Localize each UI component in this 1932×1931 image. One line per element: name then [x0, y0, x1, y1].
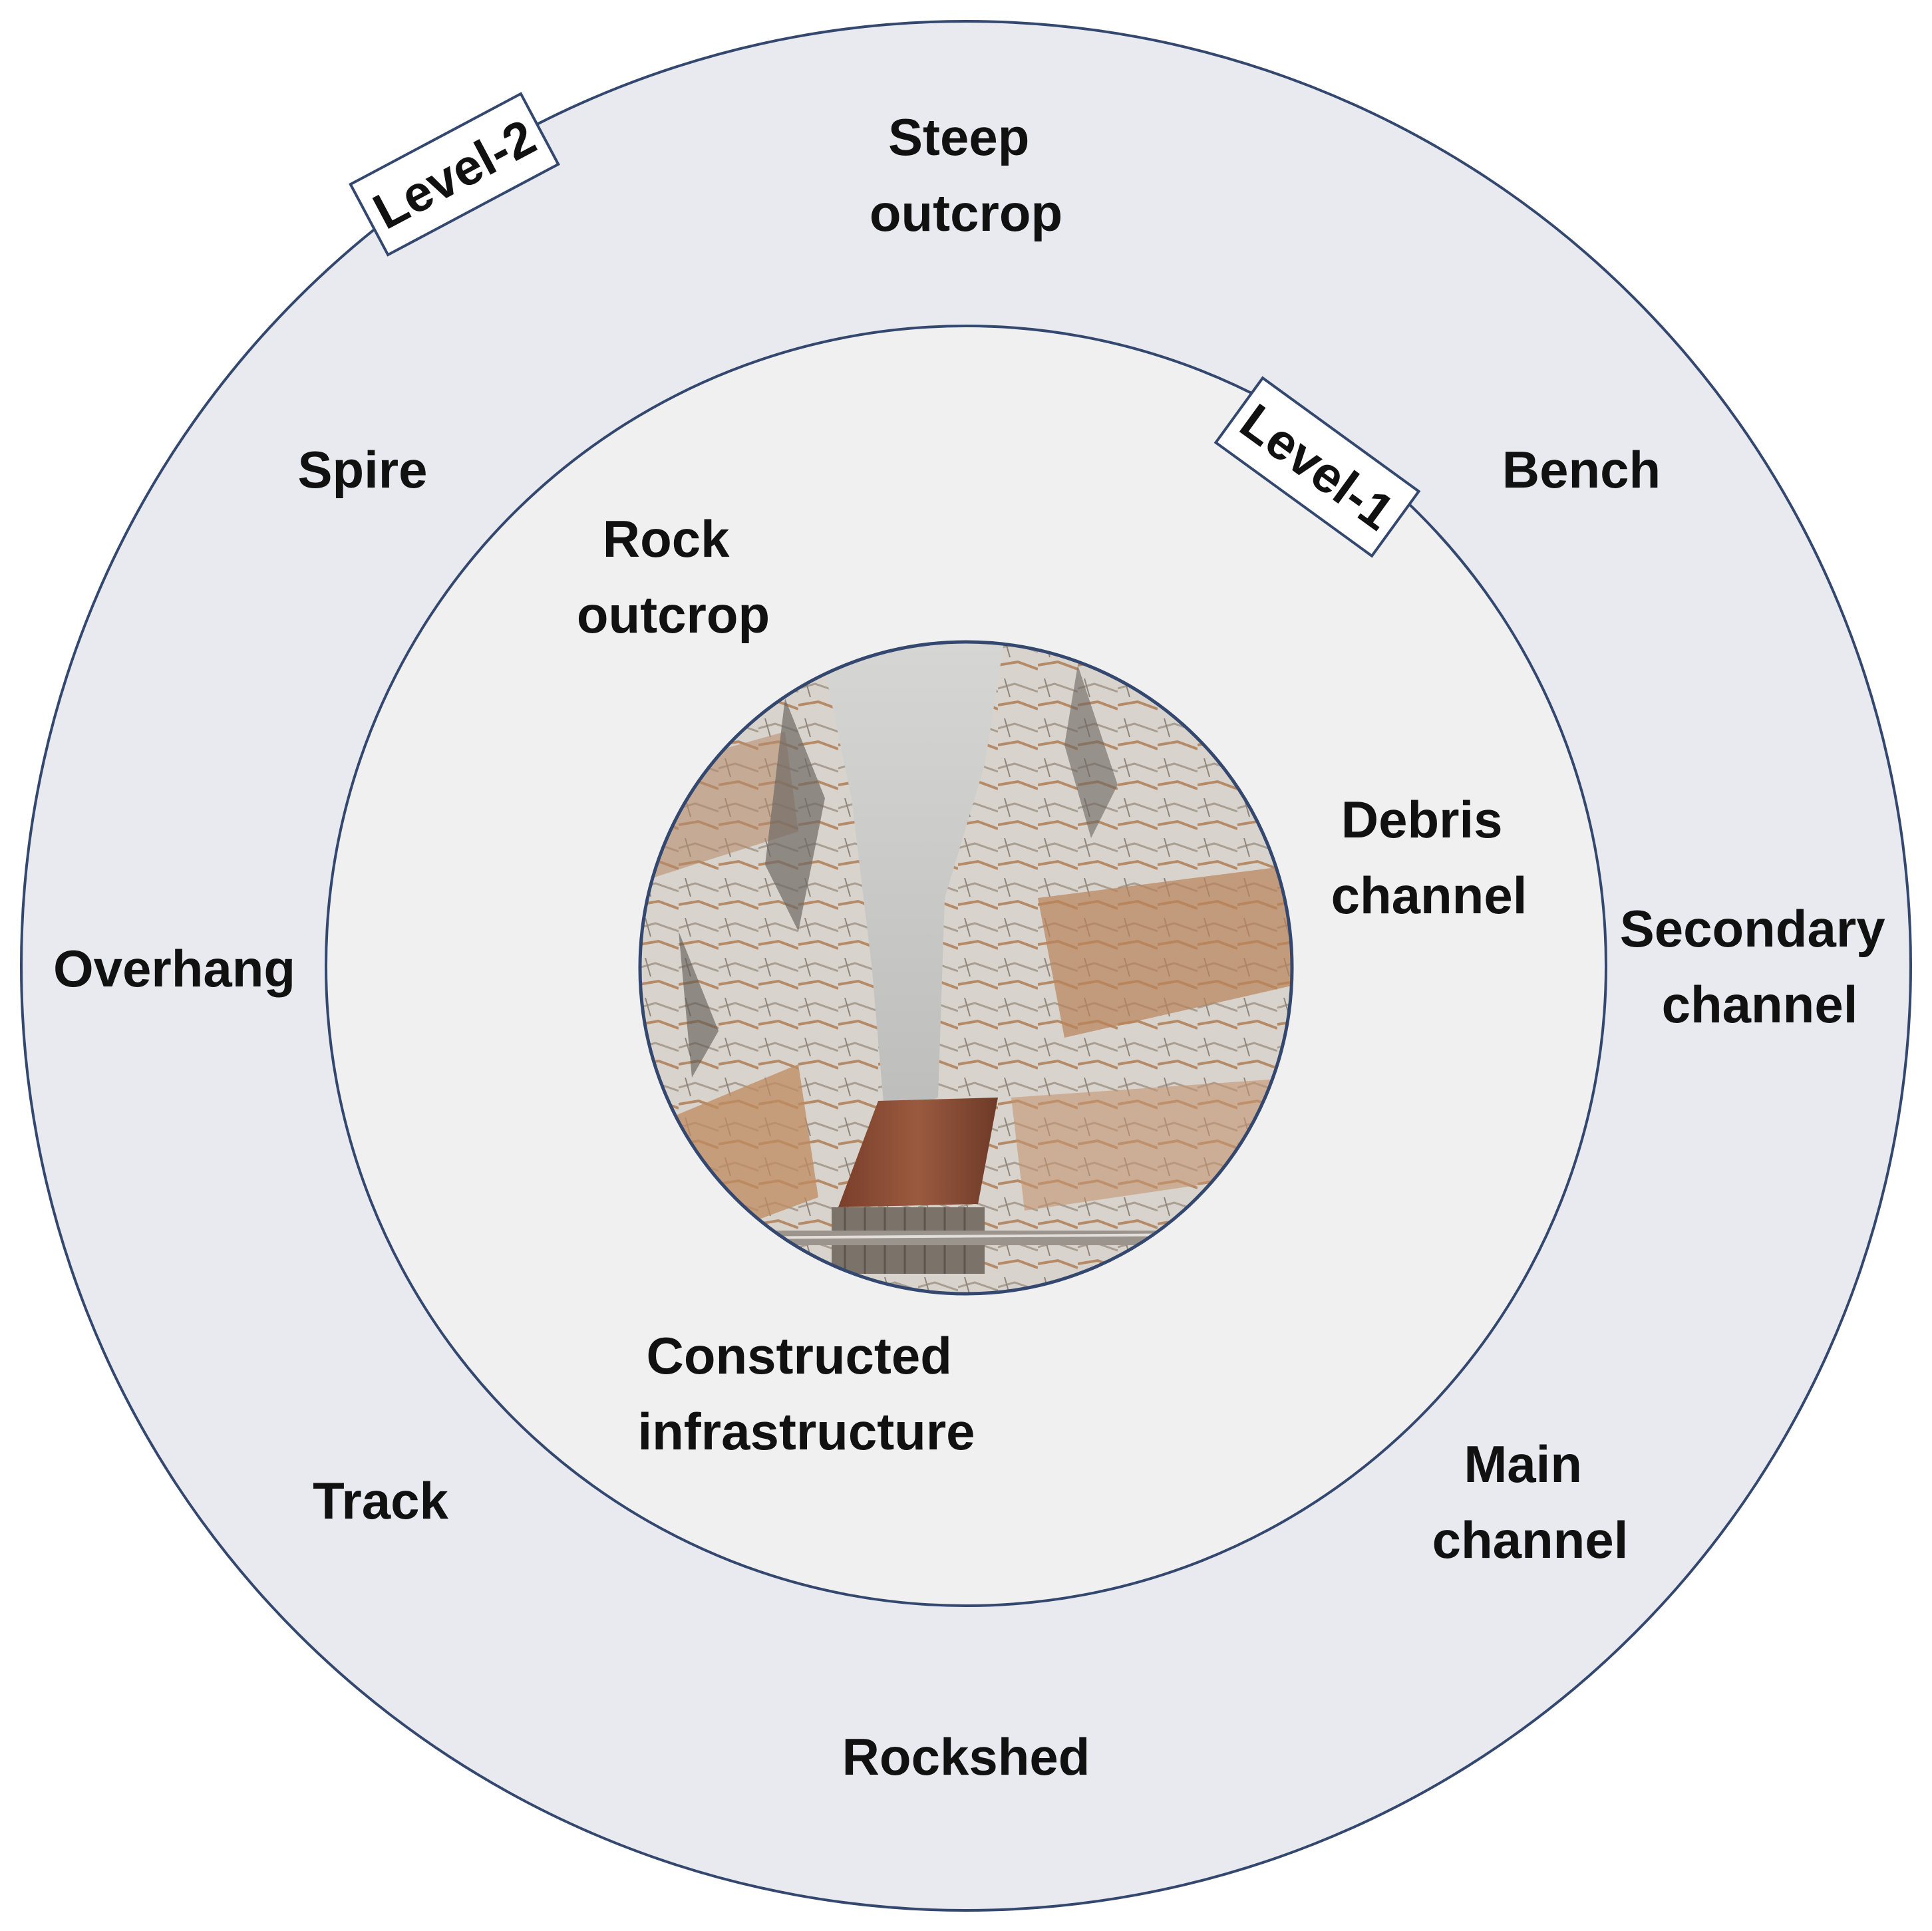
- label-debris-channel: Debris channel: [1331, 790, 1528, 925]
- label-spire: Spire: [297, 440, 427, 499]
- label-constructed-infrastructure: Constructed infrastructure: [637, 1326, 975, 1461]
- label-main-channel: Main channel: [1432, 1435, 1629, 1569]
- label-secondary-channel: Secondary channel: [1620, 899, 1900, 1034]
- label-overhang: Overhang: [53, 939, 295, 998]
- label-bench: Bench: [1502, 440, 1661, 499]
- label-rockshed: Rockshed: [842, 1727, 1090, 1786]
- label-track: Track: [313, 1471, 448, 1530]
- label-steep-outcrop: Steep outcrop: [870, 108, 1062, 242]
- center-photo-frame: [638, 640, 1294, 1296]
- label-rock-outcrop: Rock outcrop: [577, 510, 770, 644]
